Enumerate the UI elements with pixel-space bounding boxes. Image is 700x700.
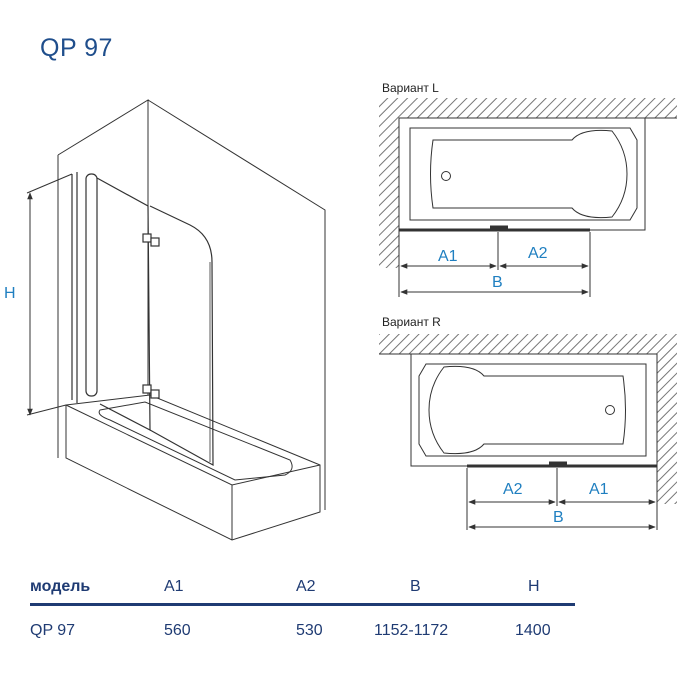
variant-l-title: Вариант L bbox=[382, 81, 439, 95]
variant-l-b-label: B bbox=[492, 274, 503, 291]
cell-a2: 530 bbox=[296, 622, 323, 639]
header-model: модель bbox=[30, 578, 91, 595]
shower-screen bbox=[71, 172, 214, 467]
cell-b: 1152-1172 bbox=[374, 622, 449, 639]
variant-r-a2-label: A2 bbox=[503, 481, 523, 498]
perspective-view bbox=[26, 99, 326, 541]
variant-l-a1-label: A1 bbox=[438, 248, 458, 265]
height-label: H bbox=[4, 285, 16, 302]
page-title: QP 97 bbox=[40, 34, 113, 62]
cell-model: QP 97 bbox=[30, 622, 76, 639]
variant-r-a1-label: A1 bbox=[589, 481, 609, 498]
bathtub-body bbox=[65, 394, 321, 541]
variant-r-plan: Вариант R A2 A1 B bbox=[379, 315, 677, 530]
variant-l-plan: Вариант L A1 A2 B bbox=[379, 81, 677, 297]
height-extension-bottom bbox=[26, 404, 67, 416]
bathtub-inner-rim bbox=[98, 401, 293, 481]
spec-table: модель A1 A2 B H QP 97 560 530 1152-1172… bbox=[30, 572, 575, 646]
spec-table-header: модель A1 A2 B H bbox=[30, 572, 575, 602]
table-divider bbox=[30, 603, 575, 606]
header-a2: A2 bbox=[296, 578, 316, 595]
wall-back-right-edge bbox=[147, 99, 326, 510]
variant-r-title: Вариант R bbox=[382, 315, 441, 329]
height-extension-top bbox=[26, 173, 73, 194]
cell-h: 1400 bbox=[515, 622, 551, 639]
header-h: H bbox=[528, 578, 540, 595]
cell-a1: 560 bbox=[164, 622, 191, 639]
variant-r-b-label: B bbox=[553, 509, 564, 526]
table-row: QP 97 560 530 1152-1172 1400 bbox=[30, 616, 575, 646]
header-a1: A1 bbox=[164, 578, 184, 595]
header-b: B bbox=[410, 578, 421, 595]
variant-l-a2-label: A2 bbox=[528, 245, 548, 262]
